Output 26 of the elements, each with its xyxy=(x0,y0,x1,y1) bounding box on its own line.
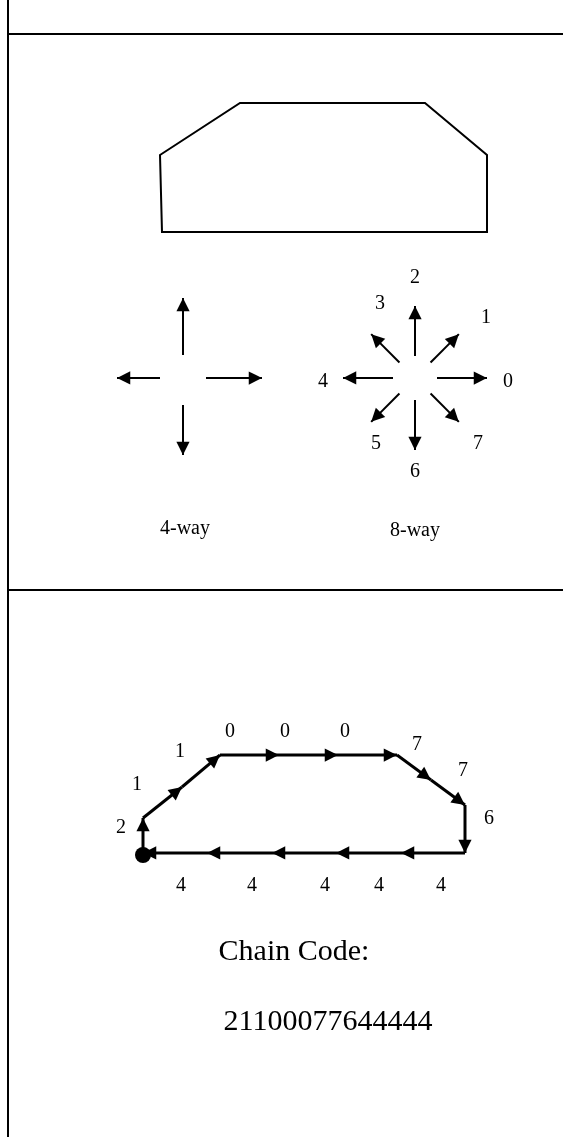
chain-code-digit: 4 xyxy=(176,874,186,894)
direction-number: 7 xyxy=(473,432,483,452)
chain-code-digit: 0 xyxy=(340,720,350,740)
chain-code-digit: 4 xyxy=(436,874,446,894)
chain-code-digit: 2 xyxy=(116,816,126,836)
direction-number: 3 xyxy=(375,292,385,312)
chain-code-digit: 0 xyxy=(225,720,235,740)
chain-code-digit: 1 xyxy=(175,740,185,760)
chain-code-heading: Chain Code: xyxy=(218,935,370,965)
direction-number: 4 xyxy=(318,370,328,390)
caption-label: 8-way xyxy=(390,519,440,539)
direction-number: 2 xyxy=(410,266,420,286)
direction-number: 0 xyxy=(503,370,513,390)
direction-number: 1 xyxy=(481,306,491,326)
chain-code-digit: 6 xyxy=(484,807,494,827)
chain-code-digit: 4 xyxy=(374,874,384,894)
caption-label: 4-way xyxy=(160,517,210,537)
direction-number: 5 xyxy=(371,432,381,452)
chain-code-digit: 7 xyxy=(458,759,468,779)
chain-code-digit: 4 xyxy=(320,874,330,894)
chain-code-digit: 4 xyxy=(247,874,257,894)
chain-code-digit: 7 xyxy=(412,733,422,753)
direction-number: 6 xyxy=(410,460,420,480)
chain-code-value: 21100077644444 xyxy=(223,1005,433,1035)
chain-code-digit: 0 xyxy=(280,720,290,740)
chain-code-digit: 1 xyxy=(132,773,142,793)
